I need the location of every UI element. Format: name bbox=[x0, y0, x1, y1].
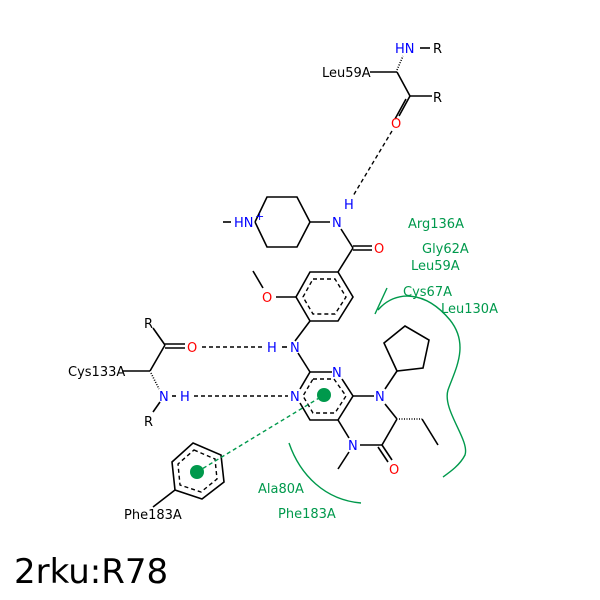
atom-h-amide: H bbox=[344, 198, 354, 213]
atom-o: O bbox=[391, 117, 401, 132]
residue-label-gly62: Gly62A bbox=[422, 242, 469, 257]
atom-o-amide: O bbox=[374, 242, 384, 257]
residue-label-leu130: Leu130A bbox=[441, 302, 498, 317]
atom-h-aniline: H bbox=[267, 341, 277, 356]
phe183-ring: Phe183A bbox=[124, 442, 225, 523]
residue-label-arg136: Arg136A bbox=[408, 217, 464, 232]
atom-o-lactam: O bbox=[389, 463, 399, 478]
residue-label-phe183-contact: Phe183A bbox=[278, 507, 336, 522]
residue-label-leu59: Leu59A bbox=[411, 259, 460, 274]
residue-label-phe183: Phe183A bbox=[124, 508, 182, 523]
atom-r: R bbox=[433, 91, 442, 106]
atom-n8: N bbox=[375, 390, 385, 405]
atom-h-cys: H bbox=[180, 390, 190, 405]
atom-n1: N bbox=[290, 390, 300, 405]
atom-hn-plus: HN bbox=[234, 216, 254, 231]
residue-label-cys67: Cys67A bbox=[403, 285, 452, 300]
ligand: HN + N H O O N H N N N bbox=[223, 196, 439, 478]
atom-r: R bbox=[433, 42, 442, 57]
diagram-title: 2rku:R78 bbox=[14, 552, 169, 592]
atom-o-methoxy: O bbox=[262, 291, 272, 306]
hydrophobic-contour-right bbox=[374, 287, 467, 478]
atom-n5: N bbox=[348, 439, 358, 454]
atom-o-cys: O bbox=[187, 341, 197, 356]
residue-label-ala80: Ala80A bbox=[258, 482, 304, 497]
atom-r: R bbox=[144, 415, 153, 430]
leu59-backbone: Leu59A HN R R O bbox=[322, 42, 442, 132]
pi-stacking-line bbox=[196, 394, 325, 473]
residue-label-leu59-top: Leu59A bbox=[322, 66, 371, 81]
atom-hn: HN bbox=[395, 42, 415, 57]
hydrophobic-contour-left bbox=[288, 442, 362, 504]
atom-n-cys: N bbox=[159, 390, 169, 405]
atom-n3: N bbox=[332, 366, 342, 381]
charge-plus: + bbox=[255, 210, 264, 223]
residue-label-cys133: Cys133A bbox=[68, 365, 125, 380]
atom-r: R bbox=[144, 317, 153, 332]
atom-n-amide: N bbox=[332, 216, 342, 231]
cys133-backbone: R O Cys133A N H R bbox=[68, 317, 197, 430]
hbond-leu59 bbox=[352, 130, 393, 197]
atom-n-aniline: N bbox=[290, 341, 300, 356]
